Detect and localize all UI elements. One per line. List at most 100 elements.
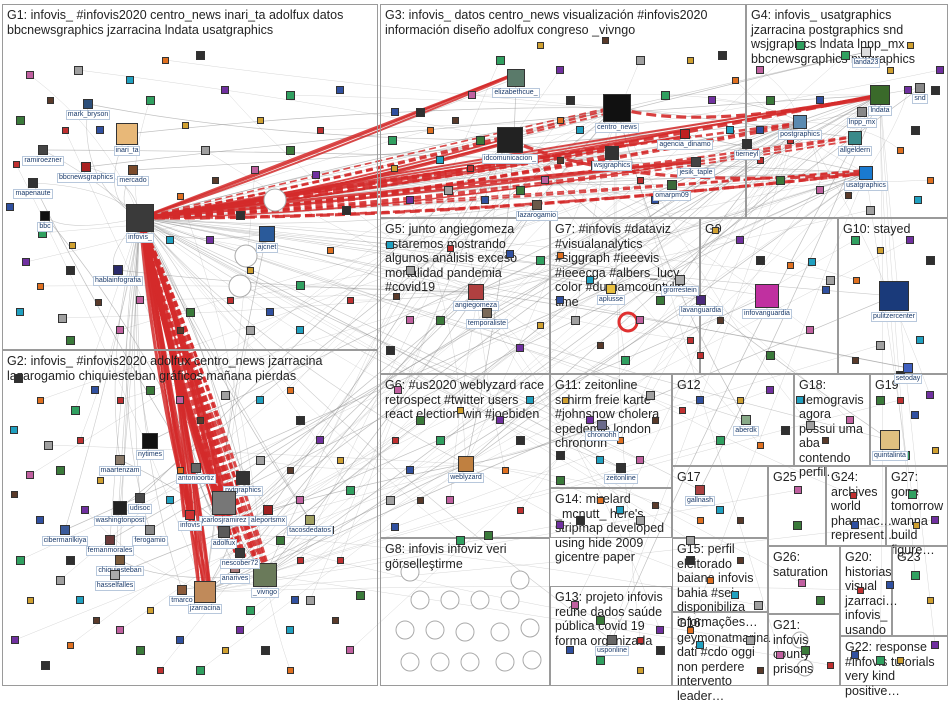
vertex[interactable] bbox=[27, 597, 34, 604]
vertex[interactable] bbox=[557, 117, 564, 124]
vertex[interactable] bbox=[287, 387, 294, 394]
vertex[interactable] bbox=[806, 326, 814, 334]
vertex[interactable] bbox=[261, 646, 270, 655]
vertex[interactable] bbox=[212, 177, 219, 184]
vertex[interactable] bbox=[557, 252, 564, 259]
vertex[interactable] bbox=[637, 667, 644, 674]
vertex[interactable] bbox=[766, 351, 775, 360]
vertex[interactable] bbox=[342, 206, 351, 215]
vertex[interactable] bbox=[851, 236, 860, 245]
vertex[interactable] bbox=[436, 316, 445, 325]
vertex[interactable] bbox=[247, 267, 254, 274]
vertex[interactable] bbox=[876, 396, 885, 405]
vertex[interactable] bbox=[286, 146, 295, 155]
vertex[interactable] bbox=[516, 436, 525, 445]
vertex-udisoc[interactable] bbox=[135, 493, 145, 503]
vertex[interactable] bbox=[166, 496, 174, 504]
vertex[interactable] bbox=[926, 391, 934, 399]
vertex[interactable] bbox=[697, 517, 704, 524]
vertex[interactable] bbox=[916, 336, 924, 344]
vertex[interactable] bbox=[806, 421, 815, 430]
vertex[interactable] bbox=[596, 616, 605, 625]
vertex-usponline[interactable] bbox=[607, 635, 617, 645]
vertex[interactable] bbox=[808, 258, 816, 266]
vertex[interactable] bbox=[93, 617, 100, 624]
vertex[interactable] bbox=[686, 536, 695, 545]
vertex-nytimes[interactable] bbox=[142, 433, 158, 449]
vertex[interactable] bbox=[37, 397, 44, 404]
vertex[interactable] bbox=[416, 416, 425, 425]
vertex[interactable] bbox=[136, 296, 144, 304]
vertex[interactable] bbox=[852, 357, 859, 364]
vertex[interactable] bbox=[67, 642, 74, 649]
vertex[interactable] bbox=[661, 91, 670, 100]
vertex-jzarracina[interactable] bbox=[194, 581, 216, 603]
vertex[interactable] bbox=[251, 166, 259, 174]
vertex[interactable] bbox=[541, 176, 549, 184]
vertex[interactable] bbox=[866, 206, 875, 215]
vertex[interactable] bbox=[636, 516, 645, 525]
vertex[interactable] bbox=[816, 596, 825, 605]
vertex[interactable] bbox=[794, 486, 802, 494]
vertex-mapenaute[interactable] bbox=[28, 178, 38, 188]
vertex[interactable] bbox=[136, 646, 145, 655]
vertex[interactable] bbox=[177, 327, 184, 334]
vertex[interactable] bbox=[416, 108, 425, 117]
vertex[interactable] bbox=[787, 262, 794, 269]
vertex[interactable] bbox=[13, 161, 20, 168]
vertex[interactable] bbox=[913, 522, 920, 529]
vertex[interactable] bbox=[297, 557, 304, 564]
vertex[interactable] bbox=[346, 486, 355, 495]
vertex-quintalinta[interactable] bbox=[880, 430, 900, 450]
vertex[interactable] bbox=[336, 86, 344, 94]
vertex[interactable] bbox=[717, 317, 724, 324]
vertex[interactable] bbox=[221, 391, 230, 400]
vertex[interactable] bbox=[71, 406, 80, 415]
vertex[interactable] bbox=[652, 502, 659, 509]
vertex[interactable] bbox=[506, 250, 514, 258]
vertex[interactable] bbox=[36, 516, 44, 524]
vertex[interactable] bbox=[586, 416, 594, 424]
vertex[interactable] bbox=[296, 416, 305, 425]
vertex[interactable] bbox=[296, 326, 304, 334]
vertex[interactable] bbox=[776, 651, 784, 659]
vertex[interactable] bbox=[907, 42, 914, 49]
vertex[interactable] bbox=[707, 577, 714, 584]
vertex[interactable] bbox=[157, 667, 164, 674]
vertex-washingtonpost[interactable] bbox=[113, 501, 127, 515]
vertex[interactable] bbox=[557, 157, 564, 164]
vertex[interactable] bbox=[446, 496, 454, 504]
vertex[interactable] bbox=[566, 96, 575, 105]
vertex[interactable] bbox=[851, 521, 859, 529]
vertex-allgeldern[interactable] bbox=[848, 131, 862, 145]
vertex[interactable] bbox=[687, 627, 694, 634]
vertex-temporaliste[interactable] bbox=[482, 308, 492, 318]
vertex-snd[interactable] bbox=[915, 83, 925, 93]
vertex[interactable] bbox=[679, 407, 686, 414]
vertex[interactable] bbox=[562, 397, 569, 404]
vertex[interactable] bbox=[793, 521, 802, 530]
vertex[interactable] bbox=[732, 77, 739, 84]
vertex[interactable] bbox=[826, 276, 835, 285]
vertex[interactable] bbox=[796, 41, 805, 50]
vertex[interactable] bbox=[44, 441, 53, 450]
vertex[interactable] bbox=[386, 241, 394, 249]
vertex[interactable] bbox=[66, 556, 75, 565]
vertex-nytgraphics[interactable] bbox=[236, 471, 250, 485]
vertex[interactable] bbox=[206, 236, 214, 244]
vertex[interactable] bbox=[177, 193, 184, 200]
vertex[interactable] bbox=[931, 516, 939, 524]
vertex[interactable] bbox=[516, 344, 524, 352]
vertex[interactable] bbox=[621, 356, 630, 365]
vertex[interactable] bbox=[177, 467, 184, 474]
vertex[interactable] bbox=[116, 626, 124, 634]
vertex[interactable] bbox=[708, 96, 716, 104]
vertex[interactable] bbox=[58, 314, 67, 323]
vertex[interactable] bbox=[176, 396, 184, 404]
vertex[interactable] bbox=[536, 256, 545, 265]
vertex[interactable] bbox=[296, 496, 304, 504]
vertex[interactable] bbox=[736, 236, 744, 244]
vertex[interactable] bbox=[394, 386, 402, 394]
vertex[interactable] bbox=[427, 127, 434, 134]
vertex-maartenzam[interactable] bbox=[115, 455, 125, 465]
